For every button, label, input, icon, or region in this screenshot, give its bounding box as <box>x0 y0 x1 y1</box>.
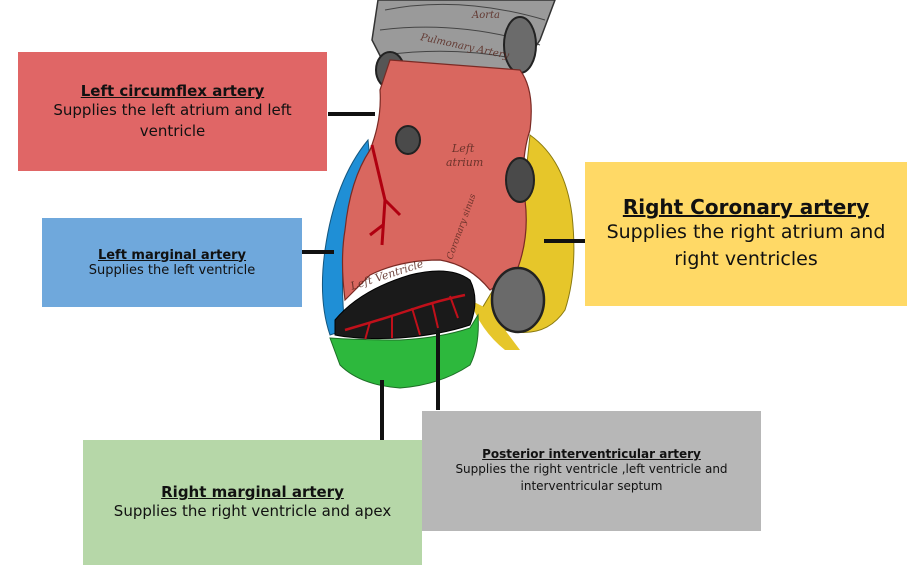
left-atrium-label-2: atrium <box>446 156 483 169</box>
right-coronary-title: Right Coronary artery <box>623 195 869 219</box>
connector-posterior-interventricular <box>436 330 440 410</box>
posterior-interventricular-title: Posterior interventricular artery <box>482 447 701 461</box>
posterior-interventricular-description: Supplies the right ventricle ,left ventr… <box>447 461 737 495</box>
left-marginal-box: Left marginal artery Supplies the left v… <box>42 218 302 307</box>
right-coronary-description: Supplies the right atrium and right vent… <box>601 219 891 272</box>
right-marginal-box: Right marginal artery Supplies the right… <box>83 440 422 565</box>
left-marginal-description: Supplies the left ventricle <box>89 263 256 278</box>
posterior-interventricular-box: Posterior interventricular artery Suppli… <box>422 411 761 531</box>
aorta-label: Aorta <box>471 10 500 21</box>
connector-right-marginal <box>380 380 384 440</box>
left-circumflex-description: Supplies the left atrium and left ventri… <box>43 100 303 141</box>
connector-left-circumflex <box>328 112 375 116</box>
right-marginal-description: Supplies the right ventricle and apex <box>114 501 391 521</box>
left-circumflex-box: Left circumflex artery Supplies the left… <box>18 52 327 171</box>
right-marginal-title: Right marginal artery <box>161 483 344 501</box>
connector-right-coronary <box>544 239 585 243</box>
left-circumflex-title: Left circumflex artery <box>81 82 265 100</box>
left-heart-region <box>343 60 532 300</box>
connector-left-marginal <box>302 250 334 254</box>
left-marginal-title: Left marginal artery <box>98 248 246 263</box>
right-coronary-box: Right Coronary artery Supplies the right… <box>585 162 907 306</box>
left-atrium-label-1: Left <box>451 142 475 155</box>
